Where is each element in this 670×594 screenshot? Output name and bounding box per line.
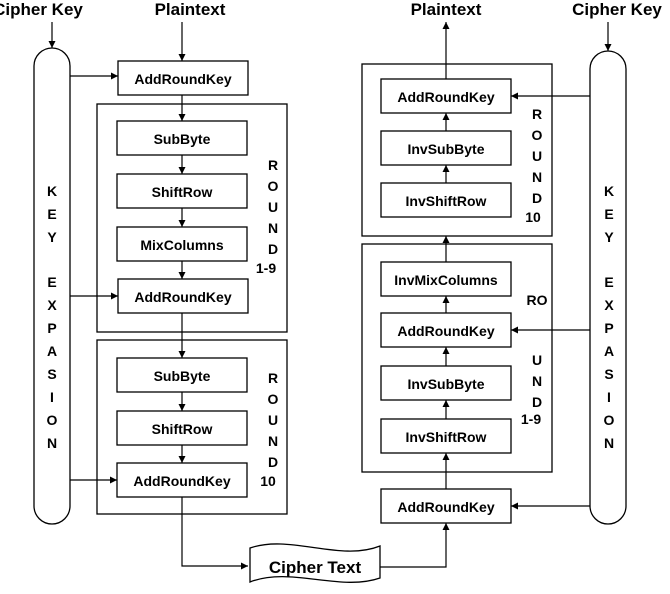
cipher-text-label: Cipher Text: [269, 558, 362, 577]
dec-round-number-10: 10: [525, 209, 541, 225]
enc-subbyte-box: [116, 120, 248, 156]
dec-round-10-group: [361, 63, 553, 237]
arrow-to-cipher-text: [181, 497, 248, 570]
enc-final-addroundkey-box: [116, 462, 248, 498]
dec-r10-invsubbyte-box: [380, 130, 512, 166]
enc-mixcolumns-box: [116, 226, 248, 262]
dec-r10-addroundkey-label: AddRoundKey: [397, 89, 494, 105]
dec-invsubbyte-label: InvSubByte: [407, 376, 484, 392]
plaintext-label-right: Plaintext: [411, 0, 482, 19]
cipher-key-label-left: Cipher Key: [0, 0, 83, 19]
dec-round-number-1-9: 1-9: [521, 411, 541, 427]
dec-r10-invsubbyte-label: InvSubByte: [407, 141, 484, 157]
enc-addroundkey-box: [117, 278, 249, 314]
enc-rounds-1-9-group: [96, 103, 288, 333]
enc-final-subbyte-box: [116, 357, 248, 393]
dec-invsubbyte-box: [380, 365, 512, 401]
dec-rounds-1-9-group: [361, 243, 553, 473]
enc-final-shiftrow-box: [116, 410, 248, 446]
cipher-key-label-right: Cipher Key: [572, 0, 662, 19]
dec-initial-label: AddRoundKey: [397, 499, 494, 515]
enc-final-addroundkey-label: AddRoundKey: [133, 473, 230, 489]
dec-r10-invshiftrow-label: InvShiftRow: [406, 193, 487, 209]
enc-mixcolumns-label: MixColumns: [140, 237, 223, 253]
dec-addroundkey-label: AddRoundKey: [397, 323, 494, 339]
dec-invshiftrow-box: [380, 418, 512, 454]
key-expansion-column-left: [33, 47, 71, 525]
dec-invmixcolumns-label: InvMixColumns: [394, 272, 498, 288]
dec-addroundkey-box: [380, 312, 512, 348]
enc-final-shiftrow-label: ShiftRow: [152, 421, 213, 437]
enc-round-number-1-9: 1-9: [256, 260, 276, 276]
enc-initial-label: AddRoundKey: [134, 71, 231, 87]
arrow-from-cipher-text: [380, 523, 450, 568]
enc-subbyte-label: SubByte: [154, 131, 211, 147]
enc-round-10-group: [96, 339, 288, 515]
key-expansion-column-right: [589, 50, 627, 525]
dec-invshiftrow-label: InvShiftRow: [406, 429, 487, 445]
enc-addroundkey-label: AddRoundKey: [134, 289, 231, 305]
enc-shiftrow-box: [116, 173, 248, 209]
plaintext-label-left: Plaintext: [155, 0, 226, 19]
cipher-text-shape: [249, 543, 381, 583]
enc-shiftrow-label: ShiftRow: [152, 184, 213, 200]
enc-initial-box: [117, 60, 249, 96]
enc-round-number-10: 10: [260, 473, 276, 489]
enc-final-subbyte-label: SubByte: [154, 368, 211, 384]
